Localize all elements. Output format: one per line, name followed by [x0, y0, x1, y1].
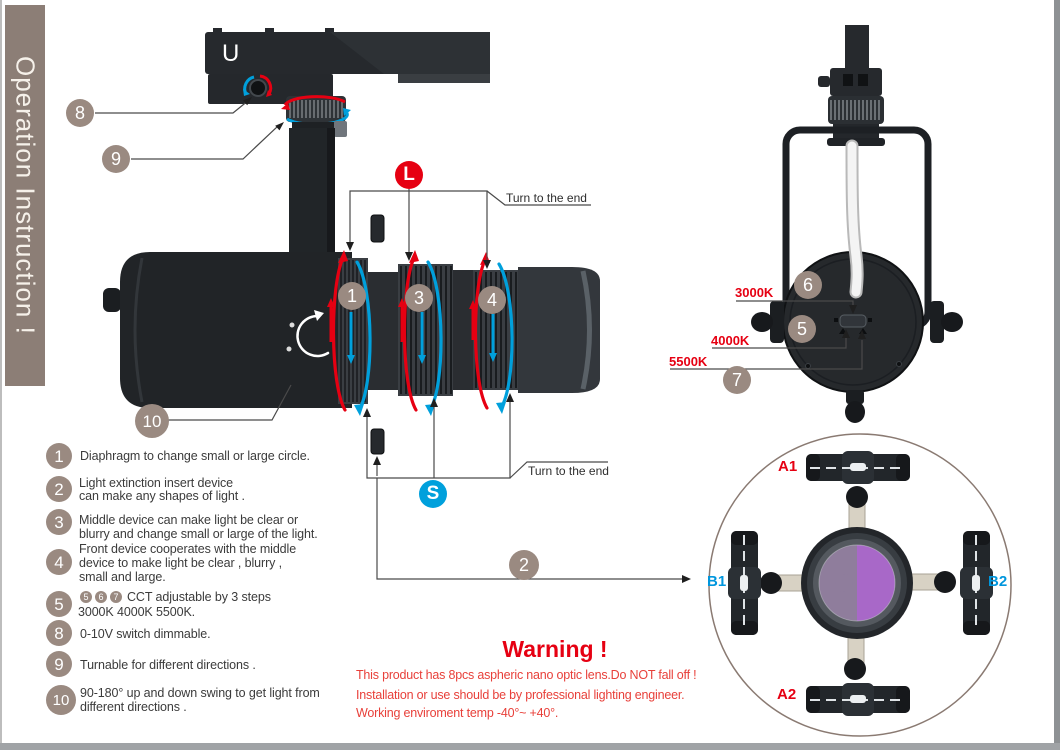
slot-a1-label: A1 — [778, 458, 798, 475]
rotate-symbol-icon — [286, 310, 330, 358]
adjust-knob-top — [846, 486, 868, 508]
inline-callout-7-badge: 7 — [110, 591, 122, 603]
instruction-4-text: Front device cooperates with the middle … — [79, 542, 296, 584]
instruction-10-number: 10 — [46, 685, 76, 715]
sidebar-title-bar: Operation Instruction ! — [5, 5, 45, 386]
callout-3-marker: 3 — [405, 284, 433, 312]
insert-device-a2 — [806, 683, 910, 716]
insert-device-tab-top — [370, 214, 385, 243]
lens — [801, 527, 913, 639]
instruction-line: Middle device can make light be clear or — [79, 513, 299, 527]
slot-a2-label: A2 — [777, 686, 797, 703]
callout-5-marker: 5 — [788, 315, 816, 343]
insert-device-b2 — [960, 531, 993, 635]
instruction-3-text: Middle device can make light be clear or… — [79, 513, 318, 541]
callout-4-marker: 4 — [478, 286, 506, 314]
slot-b2-label: B2 — [988, 573, 1008, 590]
callout-10-marker: 10 — [135, 404, 169, 438]
callout-6-marker: 6 — [794, 271, 822, 299]
rear-view-drawing — [751, 25, 963, 423]
instruction-line: CCT adjustable by 3 steps — [127, 590, 271, 604]
instruction-line: Front device cooperates with the middle — [79, 542, 297, 556]
instruction-line: 0-10V switch dimmable. — [80, 627, 211, 641]
insert-device-b1 — [728, 531, 761, 635]
instruction-line: device to make light be clear , blurry , — [79, 556, 283, 570]
warning-line: This product has 8pcs aspheric nano opti… — [356, 668, 697, 682]
dial-rotation-arrows-icon — [243, 74, 273, 97]
leader-arrowheads — [243, 97, 866, 583]
leader-lines — [95, 99, 863, 580]
cct-3000k-label: 3000K — [735, 285, 774, 300]
front-view-outline — [708, 433, 1012, 737]
instruction-1-text: Diaphragm to change small or large circl… — [80, 449, 310, 463]
page-title: Operation Instruction ! — [10, 56, 41, 335]
insert-device-a1 — [806, 451, 910, 484]
rotate-large-badge: L — [395, 161, 423, 189]
turn-to-end-label-bottom: Turn to the end — [528, 464, 609, 478]
instruction-line: Light extinction insert device — [79, 476, 234, 490]
callout-8-marker: 8 — [66, 99, 94, 127]
instruction-line: blurry and change small or large of the … — [79, 527, 318, 541]
front-view-drawing — [708, 433, 1012, 737]
instruction-2-number: 2 — [46, 476, 72, 502]
instruction-10-text: 90-180° up and down swing to get light f… — [80, 686, 320, 714]
dimmer-dial — [249, 79, 267, 97]
callout-9-marker: 9 — [102, 145, 130, 173]
instruction-line: different directions . — [80, 700, 187, 714]
instruction-line: 3000K 4000K 5500K. — [78, 605, 196, 619]
page-border-right — [1054, 0, 1060, 750]
cct-5500k-label: 5500K — [669, 354, 708, 369]
instruction-9-number: 9 — [46, 651, 72, 677]
instruction-line: Turnable for different directions . — [80, 658, 256, 672]
insert-device-tab-bottom — [370, 428, 385, 455]
warning-title: Warning ! — [502, 636, 608, 662]
inline-callout-5-badge: 5 — [80, 591, 92, 603]
instruction-1-number: 1 — [46, 443, 72, 469]
instruction-3-number: 3 — [46, 509, 72, 535]
side-view-lamp-drawing — [103, 28, 600, 455]
instruction-line: can make any shapes of light . — [79, 488, 245, 503]
callout-7-marker: 7 — [723, 366, 751, 394]
swivel-collar — [286, 96, 346, 122]
warning-line: Installation or use should be by profess… — [356, 688, 685, 702]
adapter-u-marking: U — [222, 40, 240, 67]
instruction-line: small and large. — [79, 570, 166, 584]
callout-1-marker: 1 — [338, 282, 366, 310]
adjust-knob-left — [760, 572, 782, 594]
adjust-knob-right — [934, 571, 956, 593]
page-border-bottom — [0, 743, 1060, 750]
instruction-line: Diaphragm to change small or large circl… — [80, 449, 310, 463]
bottom-knob — [845, 401, 865, 423]
page-border-left — [0, 0, 2, 750]
slot-b1-label: B1 — [707, 573, 727, 590]
callout-2-marker: 2 — [509, 550, 539, 580]
instruction-2-text: Light extinction insert device can make … — [79, 477, 245, 502]
cct-4000k-label: 4000K — [711, 333, 750, 348]
side-knob-right — [941, 312, 963, 332]
instruction-5-text-row: 5 6 7 CCT adjustable by 3 steps — [80, 590, 271, 604]
side-knob-left — [751, 312, 773, 332]
instruction-line: 90-180° up and down swing to get light f… — [80, 686, 320, 700]
power-cable — [845, 139, 864, 299]
instruction-8-number: 8 — [46, 620, 72, 646]
ring-rotation-arrows-icon — [327, 250, 514, 416]
instruction-4-number: 4 — [46, 549, 72, 575]
inline-callout-6-badge: 6 — [95, 591, 107, 603]
turn-to-end-label-top: Turn to the end — [506, 191, 587, 205]
front-barrel — [518, 267, 600, 393]
rotate-small-badge: S — [419, 480, 447, 508]
warning-line: Working enviroment temp -40°~ +40°. — [356, 706, 559, 720]
adjust-knob-bottom — [844, 658, 866, 680]
lamp-body — [120, 252, 352, 408]
instruction-5-number: 5 — [46, 591, 72, 617]
